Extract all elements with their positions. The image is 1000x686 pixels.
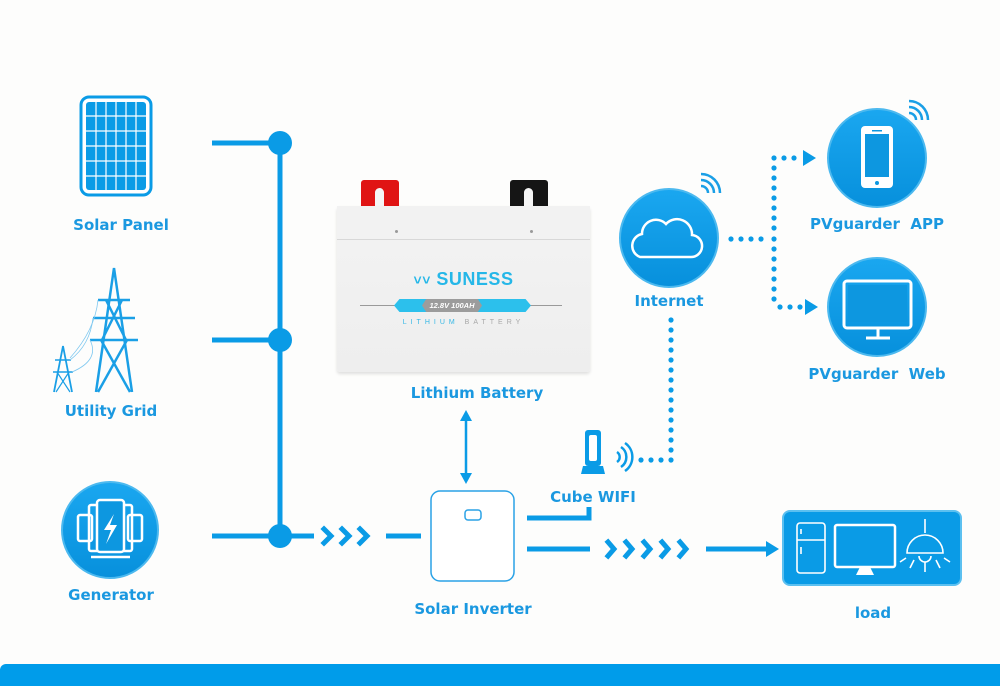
battery-spec: 12.8V 100AH bbox=[422, 299, 482, 312]
cube-wifi-label: Cube WIFI bbox=[550, 488, 636, 506]
refrigerator-icon bbox=[796, 522, 826, 574]
junction-node bbox=[268, 131, 292, 155]
ceiling-lamp-icon bbox=[899, 519, 951, 572]
solar-panel-label: Solar Panel bbox=[73, 216, 169, 234]
battery-subtitle: LITHIUM BATTERY bbox=[402, 319, 525, 326]
monitor-icon bbox=[833, 523, 897, 575]
wifi-signal-icon bbox=[700, 172, 722, 194]
power-tower-icon bbox=[53, 267, 138, 393]
positive-terminal bbox=[361, 180, 399, 207]
power-bus bbox=[212, 131, 292, 548]
utility-grid-label: Utility Grid bbox=[64, 402, 158, 420]
monitor-icon bbox=[827, 257, 927, 357]
generator-icon bbox=[61, 481, 159, 579]
negative-terminal bbox=[510, 180, 548, 207]
load-icons bbox=[782, 510, 962, 586]
battery-inverter-arrow bbox=[460, 410, 472, 484]
load-label: load bbox=[854, 604, 892, 622]
junction-node bbox=[268, 328, 292, 352]
smartphone-icon bbox=[827, 108, 927, 208]
pvguarder-web-label: PVguarder Web bbox=[808, 365, 946, 383]
wifi-dongle-icon bbox=[581, 430, 634, 474]
bottom-accent-bar bbox=[0, 664, 1000, 686]
brand-logo-icon: ˅˅ bbox=[413, 272, 431, 288]
generator-label: Generator bbox=[68, 586, 154, 604]
load-arrow-head bbox=[766, 541, 779, 557]
cloud-icon bbox=[619, 188, 719, 288]
flow-inverter-to-wifi bbox=[527, 507, 592, 521]
solar-inverter-label: Solar Inverter bbox=[414, 600, 532, 618]
lithium-battery-label: Lithium Battery bbox=[410, 384, 544, 402]
inverter-icon bbox=[430, 490, 515, 582]
wifi-signal-icon bbox=[908, 99, 930, 121]
battery-brand: ˅˅ SUNESS bbox=[413, 269, 514, 289]
data-link-dotted bbox=[638, 150, 818, 463]
pvguarder-app-label: PVguarder APP bbox=[810, 215, 944, 233]
battery-lid bbox=[337, 206, 590, 240]
lithium-battery-image: ˅˅ SUNESS 12.8V 100AH LITHIUM BATTERY bbox=[337, 206, 590, 372]
flow-inverter-to-load bbox=[527, 538, 768, 560]
solar-panel-icon bbox=[79, 95, 153, 197]
internet-label: Internet bbox=[634, 292, 704, 310]
flow-generator-to-inverter bbox=[280, 525, 421, 547]
